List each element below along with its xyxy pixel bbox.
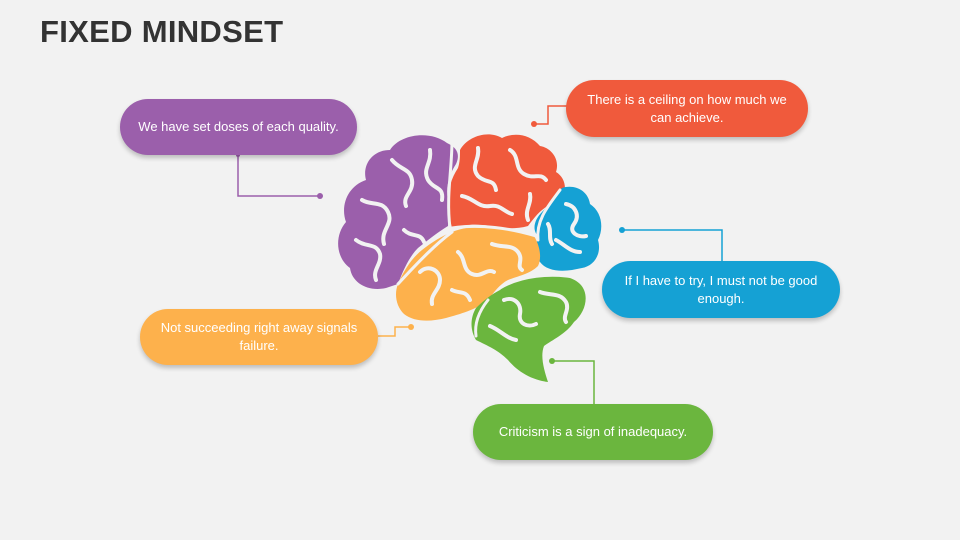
connector-purple xyxy=(237,155,320,197)
connector-orange xyxy=(378,326,411,337)
callout-set-doses-text: We have set doses of each quality. xyxy=(138,119,339,134)
connector-red xyxy=(534,105,567,125)
callout-have-to-try: If I have to try, I must not be good eno… xyxy=(602,261,840,318)
brain-lobe-green xyxy=(471,275,586,382)
connector-green xyxy=(552,360,595,405)
callout-criticism: Criticism is a sign of inadequacy. xyxy=(473,404,713,460)
brain-icon xyxy=(338,134,602,382)
connector-dot-green xyxy=(549,358,555,364)
callout-set-doses: We have set doses of each quality. xyxy=(120,99,357,155)
brain-grooves xyxy=(354,146,588,342)
connector-dot-red xyxy=(531,121,537,127)
connectors xyxy=(236,105,723,405)
connector-dot-orange xyxy=(408,324,414,330)
callout-not-succeeding: Not succeeding right away signals failur… xyxy=(140,309,378,365)
callout-ceiling: There is a ceiling on how much we can ac… xyxy=(566,80,808,137)
callout-criticism-text: Criticism is a sign of inadequacy. xyxy=(498,424,688,439)
brain-separators xyxy=(396,138,582,338)
callout-ceiling-text: There is a ceiling on how much we can ac… xyxy=(587,91,787,125)
connector-blue xyxy=(622,229,723,262)
connector-dot-purple xyxy=(317,193,323,199)
callout-not-succeeding-text: Not succeeding right away signals failur… xyxy=(160,320,358,353)
callout-have-to-try-text: If I have to try, I must not be good eno… xyxy=(624,272,818,306)
slide-title: FIXED MINDSET xyxy=(40,14,284,49)
connector-dot-blue xyxy=(619,227,625,233)
brain-lobe-blue xyxy=(534,186,602,271)
